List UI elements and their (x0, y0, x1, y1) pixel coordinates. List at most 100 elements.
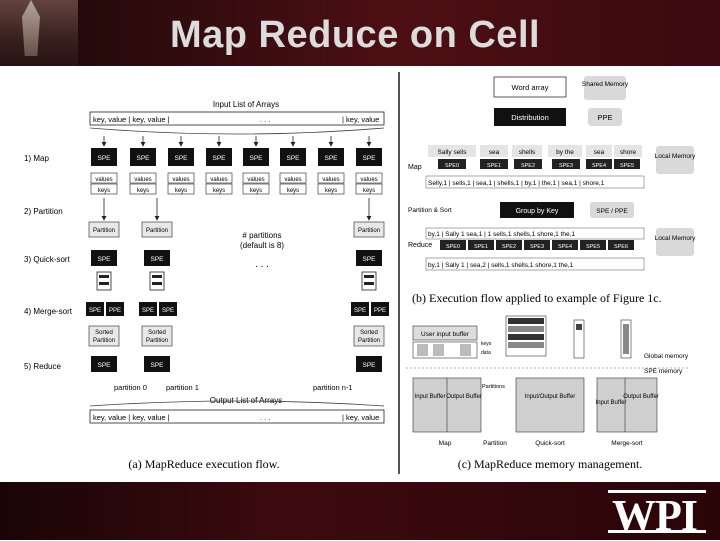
panel-b: Word array Shared Memory Distribution PP… (408, 76, 696, 305)
svg-text:SPE6: SPE6 (614, 244, 628, 250)
svg-text:keys: keys (325, 188, 337, 194)
svg-text:by the: by the (556, 149, 574, 156)
svg-text:SPE: SPE (286, 155, 300, 162)
panel-c: User input buffer keys data Global memor… (406, 315, 690, 471)
svg-text:shore: shore (620, 149, 637, 156)
local-memory-box-2 (656, 228, 694, 256)
svg-text:keys: keys (481, 341, 492, 347)
svg-text:Group by Key: Group by Key (516, 208, 559, 215)
map-col-6: SPE values keys (279, 136, 307, 195)
step-map: 1) Map (24, 154, 49, 163)
svg-text:Partition: Partition (483, 440, 507, 447)
svg-text:keys: keys (213, 188, 225, 194)
partitions-note-2: (default is 8) (240, 241, 284, 250)
step-merge-sort: 4) Merge-sort (24, 307, 73, 316)
step-quick-sort: 3) Quick-sort (24, 255, 71, 264)
input-kv-dots: . . . (260, 115, 270, 124)
svg-text:SPE: SPE (354, 308, 366, 314)
caption-a: (a) MapReduce execution flow. (128, 457, 279, 471)
svg-text:data: data (481, 350, 491, 356)
svg-text:Partition: Partition (146, 228, 168, 234)
svg-text:keys: keys (363, 188, 375, 194)
svg-text:values: values (210, 177, 227, 183)
logo-bar-top (608, 490, 706, 493)
svg-text:. . .: . . . (260, 413, 270, 422)
map-col-1: SPE values keys (90, 136, 118, 195)
svg-text:SPE4: SPE4 (592, 163, 606, 169)
svg-text:Partition: Partition (358, 338, 380, 344)
svg-text:Local Memory: Local Memory (655, 153, 697, 160)
svg-text:Map: Map (439, 440, 452, 447)
svg-text:by,1 | Sally 1 sea,1 | 1 sells: by,1 | Sally 1 sea,1 | 1 sells,1 shells,… (428, 231, 575, 238)
spe-row-1: SPE0 SPE1 SPE2 SPE3 SPE4 SPE5 (438, 159, 640, 169)
svg-text:SPE: SPE (174, 155, 188, 162)
input-list-box (89, 111, 385, 126)
slide-header: Map Reduce on Cell (0, 0, 720, 66)
svg-text:sea: sea (594, 149, 605, 156)
partition-0-label: partition 0 (114, 383, 147, 392)
svg-text:Partition: Partition (93, 338, 115, 344)
user-input-buffer-box (412, 325, 478, 341)
svg-text:SPE5: SPE5 (620, 163, 634, 169)
svg-text:values: values (172, 177, 189, 183)
svg-text:PPE: PPE (374, 308, 386, 314)
svg-text:keys: keys (137, 188, 149, 194)
svg-text:SPE: SPE (249, 155, 263, 162)
svg-text:Merge-sort: Merge-sort (611, 440, 643, 447)
svg-text:Output Buffer: Output Buffer (446, 394, 482, 400)
svg-text:SPE: SPE (136, 155, 150, 162)
map-spe-1 (91, 148, 117, 166)
input-brace (89, 127, 385, 135)
svg-text:Partition: Partition (93, 228, 115, 234)
distribution-box (494, 108, 566, 126)
svg-text:SPE2: SPE2 (521, 163, 535, 169)
svg-text:SPE: SPE (150, 256, 164, 263)
merge-sort-stage: SPE PPE SPE SPE SPE PPE Sorted Partition… (86, 302, 389, 372)
partitions-note-1: # partitions (242, 231, 281, 240)
svg-text:SPE1: SPE1 (487, 163, 501, 169)
shared-memory-box (584, 76, 626, 100)
svg-text:SPE5: SPE5 (586, 244, 600, 250)
svg-text:SPE: SPE (97, 362, 111, 369)
svg-text:Quick-sort: Quick-sort (535, 440, 565, 447)
map-col-7: SPE values keys (317, 136, 345, 195)
input-list-label: Input List of Arrays (213, 100, 279, 109)
panel-divider (398, 72, 400, 474)
svg-text:SPE / PPE: SPE / PPE (596, 208, 628, 215)
svg-text:values: values (360, 177, 377, 183)
map-output: Selly,1 | sells,1 | sea,1 | shells,1 | b… (428, 180, 605, 187)
word-row: Sally sells sea shells by the sea shore (428, 145, 642, 157)
svg-text:values: values (322, 177, 339, 183)
svg-text:Local Memory: Local Memory (655, 235, 697, 242)
svg-text:keys: keys (175, 188, 187, 194)
map-col-3: SPE values keys (167, 136, 195, 195)
svg-text:values: values (247, 177, 264, 183)
map-col-4: SPE values keys (205, 136, 233, 195)
output-list-box (89, 409, 385, 424)
svg-text:Word array: Word array (512, 83, 549, 92)
wpi-logo: WPI (612, 491, 698, 540)
svg-text:User input buffer: User input buffer (421, 331, 470, 338)
svg-text:values: values (134, 177, 151, 183)
svg-text:Partition: Partition (358, 228, 380, 234)
partition-stage: Partition Partition Partition # partitio… (88, 198, 385, 291)
caption-c: (c) MapReduce memory management. (458, 457, 643, 471)
svg-text:Input Buffer: Input Buffer (596, 400, 627, 406)
map-col-2: SPE values keys (129, 136, 157, 195)
step-partition: 2) Partition (24, 207, 63, 216)
svg-text:SPE: SPE (89, 308, 101, 314)
svg-text:SPE0: SPE0 (446, 244, 460, 250)
partition-1-label: partition 1 (166, 383, 199, 392)
map-col-5: SPE values keys (242, 136, 270, 195)
svg-text:SPE: SPE (150, 362, 164, 369)
svg-text:SPE: SPE (362, 256, 376, 263)
svg-text:SPE2: SPE2 (502, 244, 516, 250)
svg-text:| key, value: | key, value (342, 413, 379, 422)
svg-text:SPE: SPE (97, 155, 111, 162)
svg-text:SPE: SPE (324, 155, 338, 162)
svg-text:shells: shells (519, 149, 536, 156)
svg-text:values: values (284, 177, 301, 183)
campus-tower-image (0, 0, 78, 66)
svg-text:Map: Map (408, 164, 422, 171)
step-reduce: 5) Reduce (24, 362, 61, 371)
